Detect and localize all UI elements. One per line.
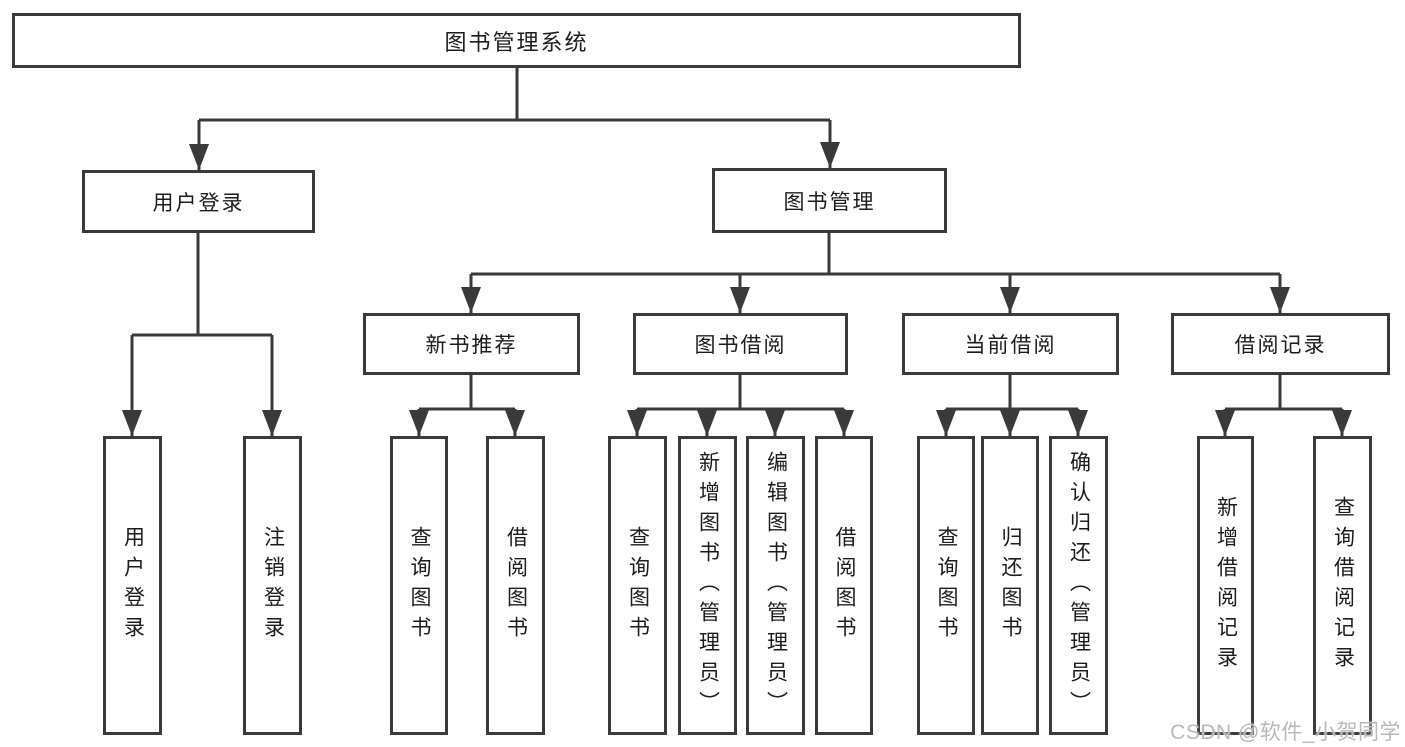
leaf-add-books-admin: 新增图书（管理员） [678, 436, 737, 735]
leaf-query-books-borrowing: 查询图书 [608, 436, 667, 735]
node-label: 归还图书 [999, 525, 1023, 646]
node-label: 新增图书（管理员） [696, 450, 720, 721]
node-label: 用户登录 [152, 191, 245, 215]
leaf-add-borrow-record: 新增借阅记录 [1197, 436, 1254, 735]
node-label: 查询图书 [626, 525, 650, 646]
leaf-query-borrow-record: 查询借阅记录 [1313, 436, 1372, 735]
node-borrowing-records: 借阅记录 [1171, 313, 1390, 375]
leaf-borrow-books-recommend: 借阅图书 [486, 436, 545, 735]
node-current-borrowing: 当前借阅 [902, 313, 1119, 375]
leaf-user-login: 用户登录 [103, 436, 162, 735]
node-label: 借阅记录 [1234, 334, 1327, 357]
node-label: 编辑图书（管理员） [764, 450, 788, 721]
leaf-query-books-current: 查询图书 [917, 436, 975, 735]
node-library-system: 图书管理系统 [12, 13, 1021, 68]
leaf-confirm-return-admin: 确认归还（管理员） [1049, 436, 1108, 735]
node-label: 查询图书 [935, 525, 959, 646]
node-label: 查询借阅记录 [1331, 495, 1355, 676]
node-label: 注销登录 [261, 525, 285, 646]
leaf-borrow-books-borrowing: 借阅图书 [815, 436, 873, 735]
leaf-query-books-recommend: 查询图书 [390, 436, 448, 735]
node-label: 图书管理 [783, 190, 876, 214]
node-label: 借阅图书 [833, 525, 857, 646]
leaf-edit-books-admin: 编辑图书（管理员） [746, 436, 805, 735]
node-book-borrowing: 图书借阅 [633, 313, 848, 375]
node-user-login: 用户登录 [82, 170, 315, 233]
node-book-management: 图书管理 [712, 168, 947, 233]
node-new-book-recommendation: 新书推荐 [363, 313, 580, 375]
node-label: 确认归还（管理员） [1067, 450, 1091, 721]
node-label: 查询图书 [408, 525, 432, 646]
leaf-logout: 注销登录 [243, 436, 302, 735]
node-label: 借阅图书 [504, 525, 528, 646]
node-label: 当前借阅 [964, 334, 1057, 357]
node-label: 图书借阅 [694, 334, 787, 357]
node-label: 新增借阅记录 [1214, 495, 1238, 676]
node-label: 用户登录 [121, 525, 145, 646]
csdn-watermark: CSDN @软件_小贺同学 [1170, 721, 1401, 744]
node-label: 图书管理系统 [444, 29, 589, 55]
leaf-return-books: 归还图书 [981, 436, 1039, 735]
node-label: 新书推荐 [425, 334, 518, 357]
